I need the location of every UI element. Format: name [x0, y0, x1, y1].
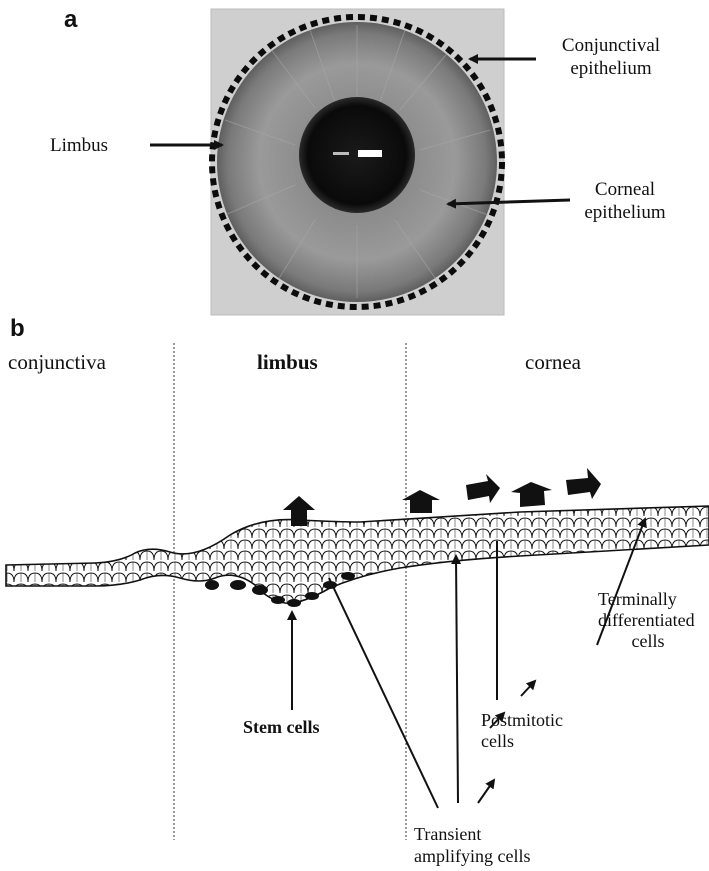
region-limbus: limbus [257, 351, 318, 374]
corneal-label-line2: epithelium [560, 201, 690, 224]
transient-arrow-3 [478, 780, 494, 803]
pupil [299, 97, 415, 213]
transient-amplifying-label: Transient amplifying cells [414, 823, 530, 867]
postmitotic-cells-label: Postmitotic cells [481, 710, 563, 752]
transient-label-line1: Transient [414, 823, 530, 845]
eye-photo [211, 9, 504, 315]
transient-label-line2: amplifying cells [414, 845, 530, 867]
corneal-epithelium-label: Corneal epithelium [560, 178, 690, 224]
reflection [358, 150, 382, 157]
right-arrow-1 [466, 474, 500, 503]
terminal-label-line3: cells [598, 631, 698, 652]
region-cornea: cornea [525, 351, 581, 374]
conjunctival-label-line1: Conjunctival [536, 34, 686, 57]
stem-cells-label: Stem cells [243, 716, 319, 739]
terminal-label-line1: Terminally [598, 589, 698, 610]
terminal-label-line2: differentiated [598, 610, 698, 631]
postmitotic-label-line2: cells [481, 731, 563, 752]
conjunctival-epithelium-label: Conjunctival epithelium [536, 34, 686, 80]
postmitotic-arrow-small-2 [521, 681, 535, 696]
right-arrow-2 [566, 468, 601, 499]
terminal-cells-label: Terminally differentiated cells [598, 589, 698, 652]
postmitotic-label-line1: Postmitotic [481, 710, 563, 731]
up-arrow-2 [511, 482, 552, 507]
transient-line-2 [456, 556, 458, 803]
transient-line-1 [329, 578, 438, 808]
panel-b-letter: b [10, 315, 25, 343]
panel-a-letter: a [64, 6, 77, 34]
region-conjunctiva: conjunctiva [8, 351, 106, 374]
corneal-label-line1: Corneal [560, 178, 690, 201]
up-arrow-1 [402, 490, 440, 513]
limbus-label: Limbus [50, 134, 108, 157]
conjunctival-label-line2: epithelium [536, 57, 686, 80]
